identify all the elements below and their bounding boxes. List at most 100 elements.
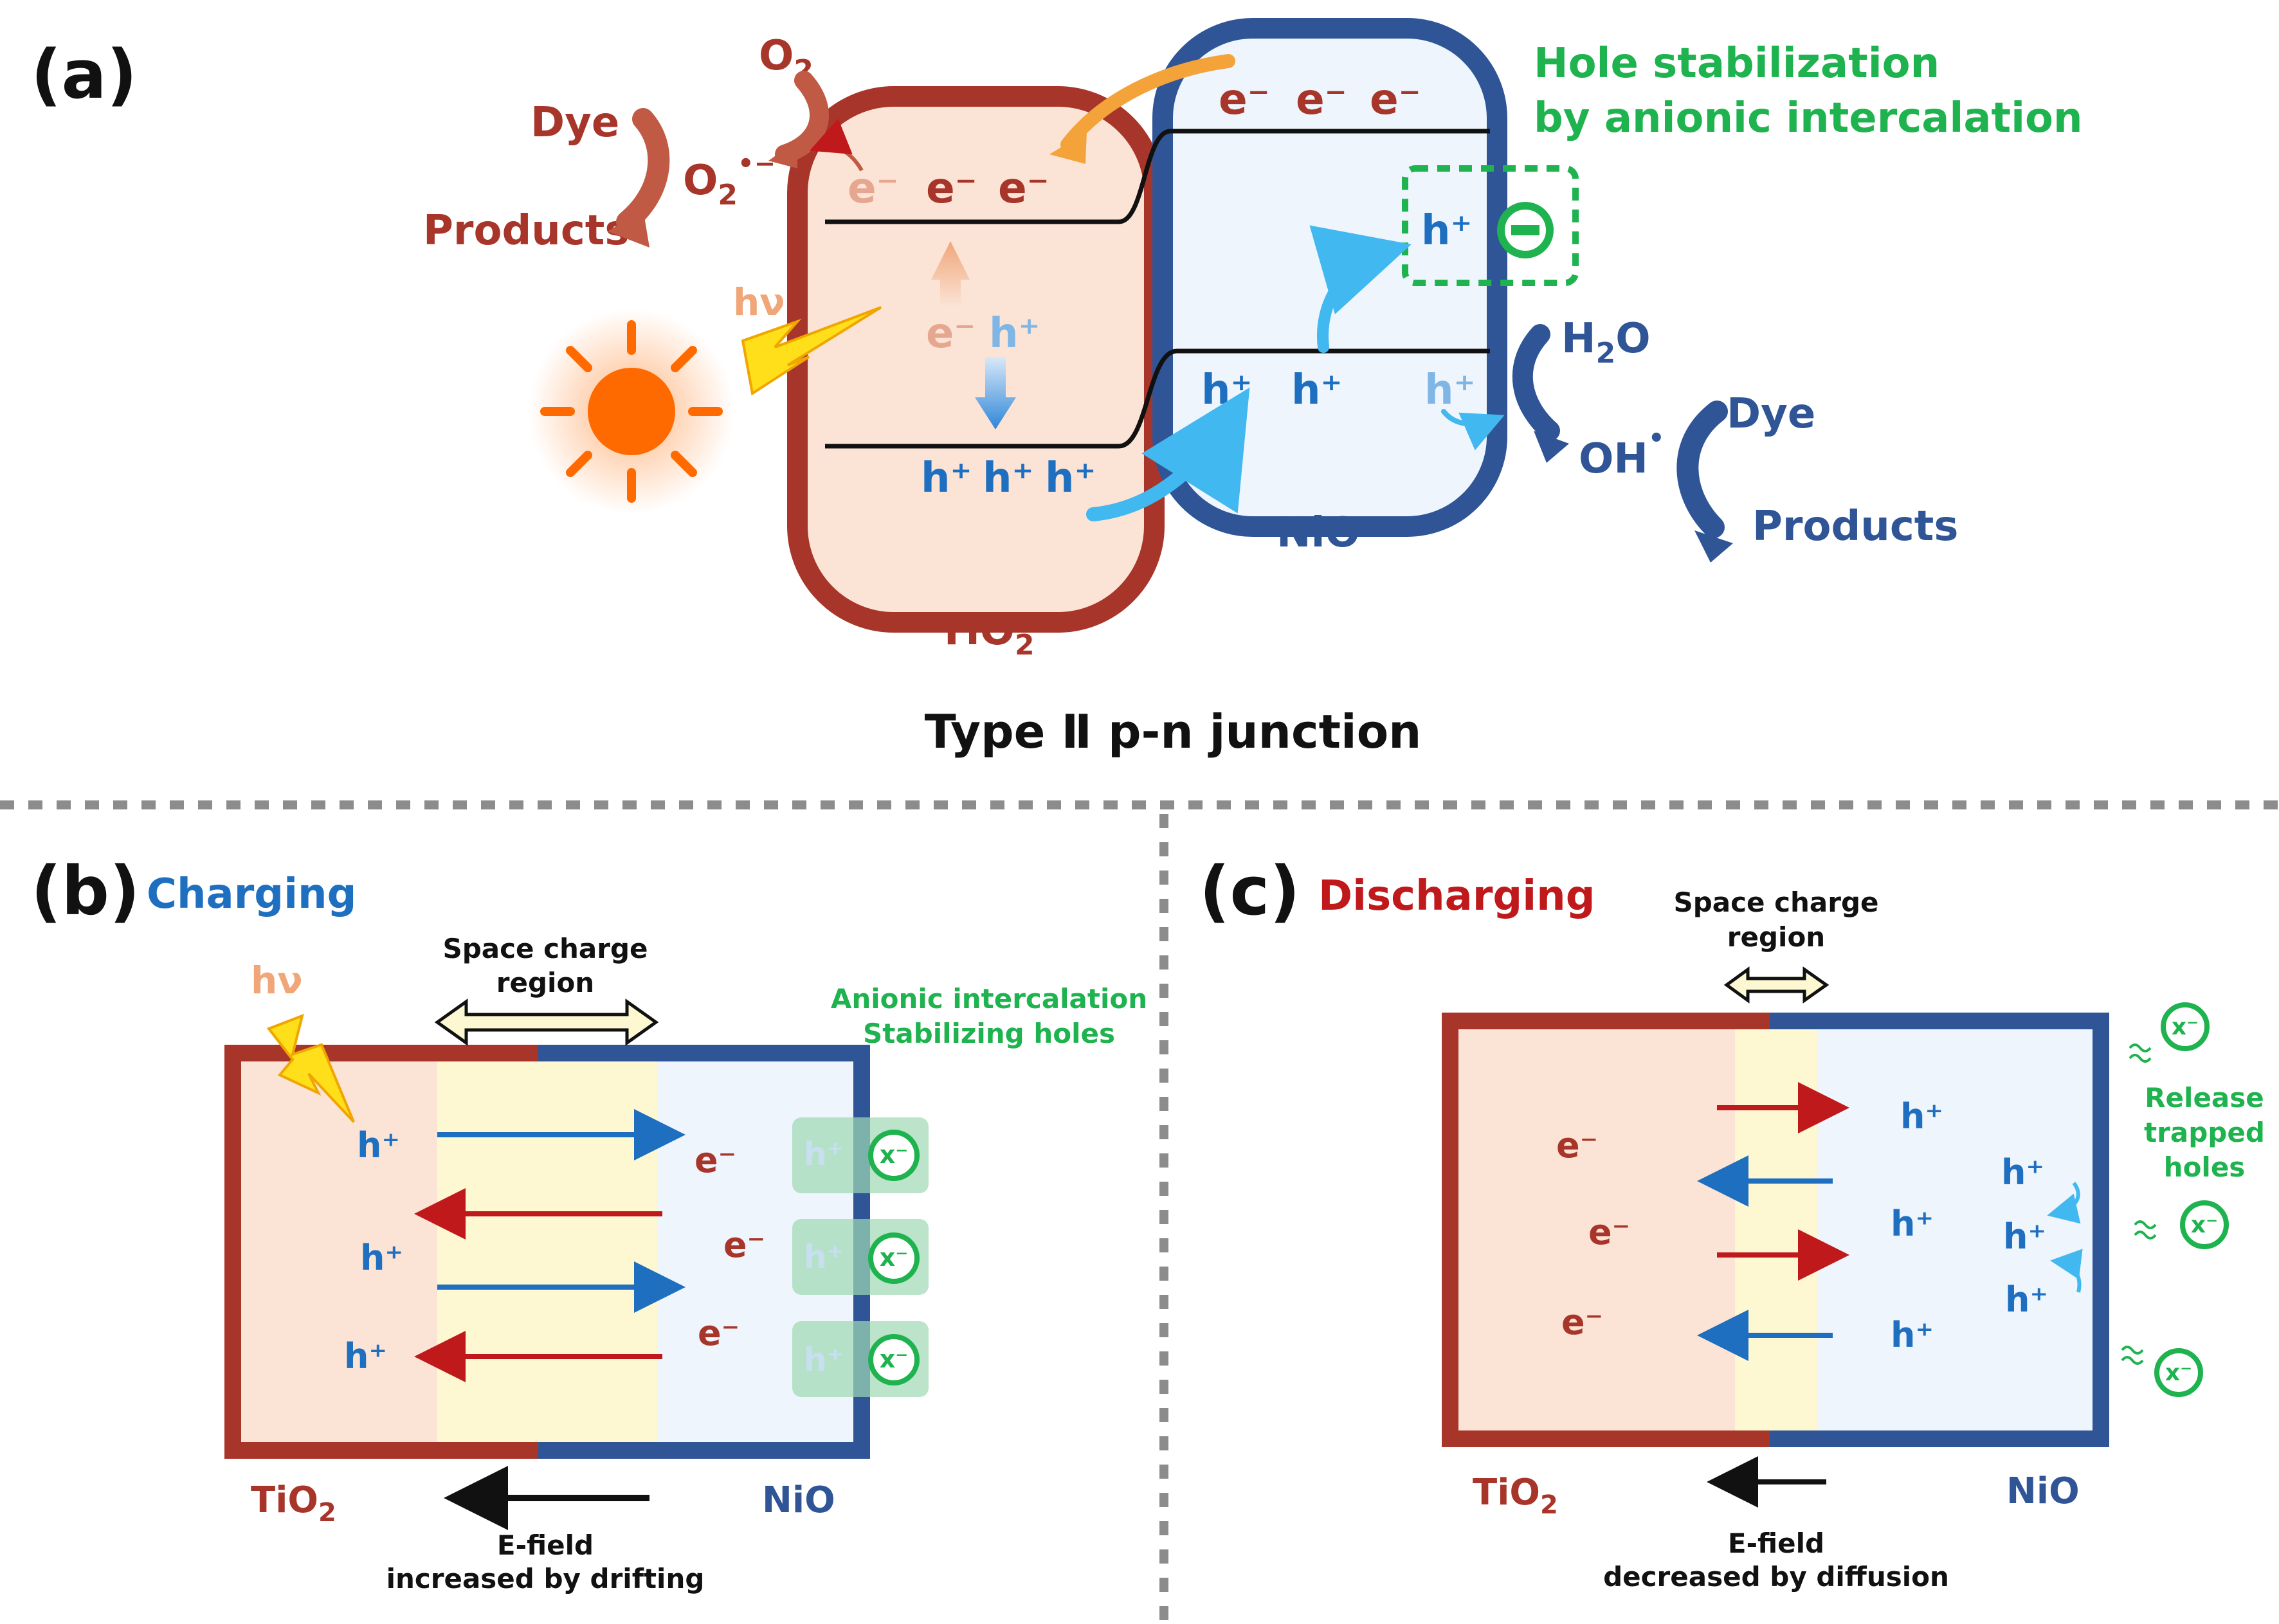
anionic-intercalation-line1: Anionic intercalation [831, 983, 1147, 1015]
dye-left-label: Dye [531, 99, 619, 147]
panel-a-title: Type Ⅱ p-n junction [925, 705, 1422, 759]
panel-b-title: Charging [147, 871, 356, 918]
nio-label-a: NiO [1276, 509, 1360, 557]
b-hole-2: h⁺ [360, 1238, 403, 1278]
c-hole-released-1: h⁺ [2001, 1152, 2044, 1193]
c-electron-3: e⁻ [1561, 1302, 1603, 1342]
efield-line1-c: E-field [1728, 1528, 1824, 1559]
electron-transfer-arrowhead [1049, 132, 1087, 164]
svg-text:h⁺: h⁺ [804, 1238, 844, 1276]
space-charge-width-arrow-b [434, 998, 659, 1046]
tio2-electron-3: e⁻ [998, 163, 1049, 213]
tio2-hole-2: h⁺ [983, 455, 1033, 502]
svg-text:x⁻: x⁻ [2172, 1014, 2199, 1040]
nio-hole-2: h⁺ [1291, 366, 1342, 414]
hole-down-arrow [975, 357, 1016, 429]
electron-transfer-arrow [1060, 54, 1235, 152]
b-hole-1: h⁺ [357, 1125, 400, 1166]
b-electron-3: e⁻ [698, 1313, 740, 1353]
nio-label-b: NiO [762, 1479, 835, 1521]
anionic-intercalation-line2: Stabilizing holes [863, 1018, 1115, 1049]
water-oxidation-arrow [1512, 324, 1560, 441]
tio2-hole-3: h⁺ [1045, 455, 1096, 502]
space-charge-width-arrow-c [1723, 966, 1830, 1004]
b-stabilized-hole-2: h⁺ x⁻ [792, 1219, 929, 1295]
space-charge-line2-b: region [496, 967, 594, 998]
excited-electron: e⁻ [926, 310, 976, 357]
hole-stabilization-line1: Hole stabilization [1534, 40, 1939, 87]
panel-c: (c) Discharging Space charge region e⁻ e… [1199, 852, 2265, 1592]
c-released-anion-2: x⁻ [2134, 1200, 2229, 1249]
o2-radical-label: O2•− [683, 149, 776, 212]
dye-degradation-arrow-left [616, 108, 670, 233]
release-line2: trapped [2144, 1117, 2265, 1148]
sun-core [588, 368, 675, 455]
hole-oxidation-arrow [1441, 409, 1505, 451]
c-release-arrow-2 [2050, 1249, 2083, 1293]
o2-reduction-arrow [775, 71, 829, 164]
panel-c-title: Discharging [1318, 872, 1595, 920]
space-charge-region-c [1735, 1029, 1817, 1430]
svg-text:x⁻: x⁻ [2165, 1360, 2192, 1386]
stabilized-hole: h⁺ [1421, 207, 1472, 255]
tio2-hole-1: h⁺ [921, 455, 972, 502]
c-hole-2: h⁺ [1891, 1204, 1934, 1244]
b-stabilized-hole-3: h⁺ x⁻ [792, 1321, 929, 1397]
tio2-slab-c [1442, 1013, 1786, 1447]
water-oxidation-arrowhead [1534, 431, 1569, 463]
o2-label: O2 [759, 32, 813, 87]
svg-text:x⁻: x⁻ [2191, 1212, 2218, 1238]
sun-icon [540, 320, 723, 503]
dye-degradation-arrowhead-left [608, 209, 649, 248]
excitation-up-arrow [931, 241, 970, 307]
electron-to-o2-arrow [809, 118, 864, 172]
hole-stabilize-arrow [1309, 225, 1412, 353]
lightning-icon-a [741, 306, 882, 396]
efield-line2-b: increased by drifting [386, 1563, 705, 1594]
oh-radical-label: OH• [1579, 424, 1665, 483]
panel-a-label: (a) [31, 35, 137, 114]
nio-slab-c [1770, 1013, 2109, 1447]
nio-electron-1: e⁻ [1219, 75, 1270, 124]
dye-degradation-arrow-right [1676, 401, 1728, 538]
panel-b: (b) Charging Space charge region hν h⁺ h… [31, 852, 1147, 1594]
dye-degradation-arrowhead-right [1694, 530, 1733, 563]
nio-hole-1: h⁺ [1201, 366, 1252, 414]
nio-hole-3: h⁺ [1424, 366, 1475, 414]
c-released-anion-1: x⁻ [2129, 1002, 2210, 1063]
b-electron-2: e⁻ [723, 1225, 765, 1265]
b-stabilized-hole-1: h⁺ x⁻ [792, 1117, 929, 1193]
dye-right-label: Dye [1727, 390, 1815, 438]
efield-line2-c: decreased by diffusion [1603, 1561, 1949, 1592]
hole-stabilization-line2: by anionic intercalation [1534, 95, 2083, 142]
space-charge-line1-c: Space charge [1673, 887, 1878, 918]
c-electron-2: e⁻ [1588, 1212, 1630, 1252]
nio-electron-2: e⁻ [1296, 75, 1347, 124]
h2o-label: H2O [1561, 315, 1651, 370]
efield-line1-b: E-field [497, 1529, 594, 1561]
hv-label-a: hν [733, 280, 785, 324]
conduction-band-line [825, 129, 1490, 224]
tio2-electron-1: e⁻ [848, 163, 899, 213]
svg-text:h⁺: h⁺ [804, 1135, 844, 1173]
b-hole-3: h⁺ [344, 1336, 387, 1376]
anion-minus-sign [1511, 225, 1539, 235]
hv-label-b: hν [251, 959, 303, 1002]
svg-text:x⁻: x⁻ [880, 1141, 909, 1169]
svg-text:x⁻: x⁻ [880, 1345, 909, 1373]
panel-c-label: (c) [1199, 852, 1300, 930]
release-line1: Release [2145, 1082, 2264, 1114]
panel-a: (a) e⁻ e⁻ e⁻ e⁻ e⁻ e⁻ e⁻ h⁺ h⁺ h⁺ h⁺ h⁺ … [31, 18, 2083, 759]
svg-text:h⁺: h⁺ [804, 1341, 844, 1378]
tio2-label-b: TiO2 [251, 1479, 336, 1528]
release-line3: holes [2164, 1151, 2246, 1183]
tio2-label-c: TiO2 [1473, 1472, 1558, 1520]
space-charge-line2-c: region [1727, 921, 1825, 953]
c-hole-released-2: h⁺ [2003, 1216, 2046, 1257]
c-hole-3: h⁺ [1891, 1315, 1934, 1355]
products-left-label: Products [423, 207, 629, 255]
hole-transfer-arrow [1086, 387, 1250, 521]
c-release-arrow-1 [2047, 1182, 2081, 1224]
nio-label-c: NiO [2006, 1470, 2080, 1512]
